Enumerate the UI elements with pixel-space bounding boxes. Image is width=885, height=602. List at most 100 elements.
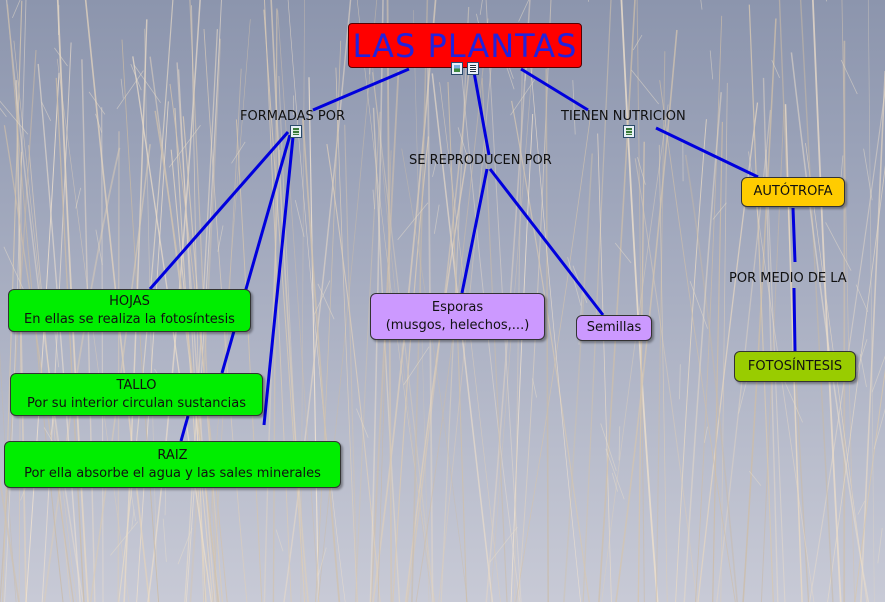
concept-autotrofa-label: AUTÓTROFA (753, 184, 833, 199)
grass-twig (855, 284, 869, 313)
film-icon[interactable] (623, 125, 635, 138)
grass-stalk (368, 27, 433, 602)
grass-twig (12, 0, 21, 19)
grass-twig (58, 5, 60, 36)
concept-tallo-desc: Por su interior circulan sustancias (26, 395, 247, 411)
link-tienen-nutricion[interactable]: TIENEN NUTRICION (561, 109, 686, 124)
grass-stalk (300, 0, 305, 602)
grass-twig (689, 281, 708, 329)
grass-twig (479, 0, 483, 15)
grass-twig (95, 229, 103, 265)
grass-stalk (203, 28, 248, 602)
grass-twig (231, 141, 246, 164)
grass-stalk (315, 40, 342, 602)
grass-twig (217, 225, 224, 252)
grass-twig (709, 50, 714, 80)
line-autotrofa-pormedio (791, 207, 797, 263)
grass-stalk (326, 144, 381, 602)
link-por-medio-de-la[interactable]: POR MEDIO DE LA (729, 271, 847, 286)
concept-autotrofa[interactable]: AUTÓTROFA (741, 177, 845, 207)
concept-raiz-title: RAIZ (157, 447, 188, 463)
concept-tallo[interactable]: TALLO Por su interior circulan sustancia… (10, 373, 263, 416)
grass-stalk (530, 63, 581, 602)
grass-stalk (41, 42, 72, 602)
grass-twig (532, 378, 537, 398)
concept-semillas-label: Semillas (586, 320, 642, 335)
grass-stalk (601, 104, 669, 602)
grass-stalk (301, 118, 341, 602)
grass-stalk (598, 0, 636, 602)
concept-hojas[interactable]: HOJAS En ellas se realiza la fotosíntesi… (8, 289, 251, 332)
grass-stalk (854, 368, 885, 602)
grass-stalk (748, 4, 774, 602)
grass-twig (133, 64, 161, 103)
grass-stalk (401, 148, 468, 602)
grass-twig (857, 500, 866, 515)
concept-las-plantas-label: LAS PLANTAS (352, 26, 578, 65)
grass-stalk (0, 473, 20, 602)
grass-twig (317, 547, 327, 577)
concept-raiz-desc: Por ella absorbe el agua y las sales min… (24, 465, 321, 481)
grass-stalk (762, 77, 779, 602)
grass-twig (130, 63, 142, 91)
grass-stalk (695, 15, 723, 602)
grass-stalk (25, 72, 60, 602)
concept-tallo-title: TALLO (116, 377, 157, 393)
grass-twig (0, 107, 7, 117)
grass-stalk (799, 0, 834, 602)
grass-twig (510, 79, 536, 116)
grass-stalk (13, 40, 77, 602)
grass-stalk (406, 63, 471, 602)
grass-stalk (372, 107, 401, 602)
concept-las-plantas[interactable]: LAS PLANTAS (348, 23, 582, 68)
grass-stalk (742, 18, 777, 602)
grass-twig (403, 346, 430, 386)
grass-stalk (147, 0, 201, 602)
image-icon[interactable] (451, 62, 463, 75)
grass-stalk (5, 0, 84, 602)
concept-raiz[interactable]: RAIZ Por ella absorbe el agua y las sale… (4, 441, 341, 488)
grass-twig (120, 78, 124, 99)
concept-fotosintesis[interactable]: FOTOSÍNTESIS (734, 351, 856, 382)
grass-stalk (415, 18, 489, 602)
film-icon[interactable] (290, 125, 302, 138)
grass-twig (177, 528, 193, 565)
grass-twig (700, 0, 703, 10)
line-root-reproducen (472, 71, 491, 156)
grass-twig (567, 257, 582, 306)
grass-twig (618, 426, 621, 461)
document-icon[interactable] (467, 62, 479, 75)
grass-twig (859, 353, 867, 388)
grass-twig (3, 246, 25, 291)
grass-stalk (308, 77, 319, 602)
grass-twig (372, 189, 375, 210)
grass-stalk (841, 0, 855, 602)
line-formadas-hojas (148, 131, 290, 290)
grass-twig (712, 202, 727, 220)
line-formadas-raiz (262, 136, 295, 426)
grass-stalk (344, 124, 358, 602)
grass-stalk (684, 154, 738, 602)
link-se-reproducen-por[interactable]: SE REPRODUCEN POR (409, 153, 552, 168)
grass-twig (75, 187, 82, 209)
grass-twig (856, 339, 868, 372)
grass-twig (871, 355, 885, 393)
line-reproducen-esporas (460, 168, 489, 294)
grass-stalk (655, 51, 666, 602)
grass-stalk (191, 5, 204, 602)
concept-hojas-title: HOJAS (109, 293, 150, 309)
grass-stalk (765, 149, 786, 602)
grass-twig (54, 47, 68, 67)
grass-stalk (675, 119, 707, 602)
grass-stalk (712, 121, 723, 602)
link-formadas-por[interactable]: FORMADAS POR (240, 109, 346, 124)
line-formadas-raiz-end (179, 415, 190, 442)
concept-semillas[interactable]: Semillas (576, 315, 652, 341)
line-reproducen-semillas (488, 168, 605, 316)
grass-stalk (335, 67, 358, 602)
grass-twig (314, 280, 331, 315)
concept-esporas[interactable]: Esporas (musgos, helechos,...) (370, 293, 545, 340)
grass-twig (317, 283, 335, 320)
grass-twig (434, 204, 440, 234)
